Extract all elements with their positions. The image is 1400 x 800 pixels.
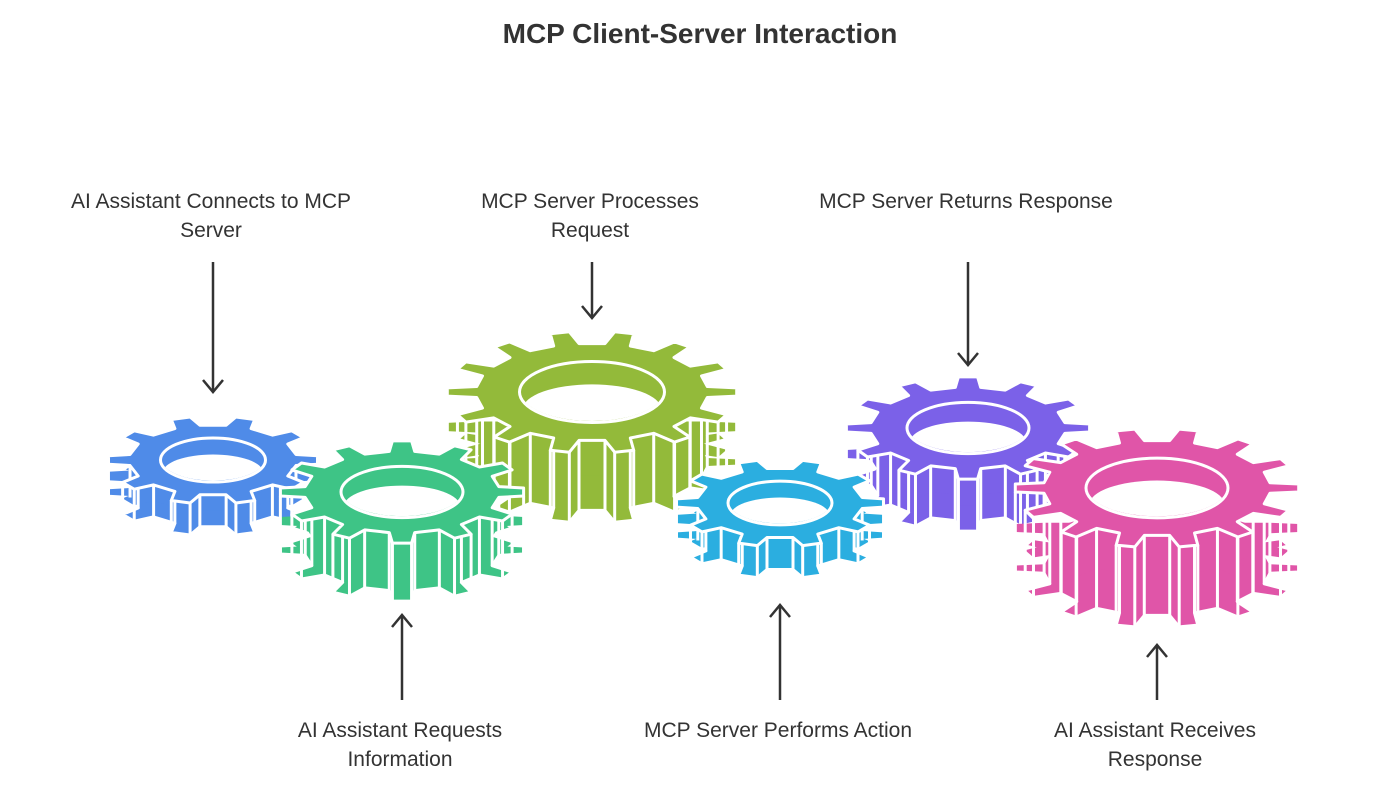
label-step-5: MCP Server Returns Response bbox=[819, 190, 1113, 213]
label-step-2: AI Assistant Requests Information bbox=[297, 719, 503, 771]
gear-icon-step-2 bbox=[278, 439, 526, 603]
label-step-1: AI Assistant Connects to MCP Server bbox=[70, 190, 352, 242]
label-step-6: AI Assistant Receives Response bbox=[1054, 719, 1256, 771]
arrow-icon-step-1 bbox=[202, 262, 224, 394]
arrow-icon-step-4 bbox=[769, 603, 791, 700]
arrow-icon-step-6 bbox=[1146, 643, 1168, 700]
arrow-icon-step-3 bbox=[581, 262, 603, 320]
gear-icon-step-3 bbox=[445, 330, 739, 524]
arrow-icon-step-5 bbox=[957, 262, 979, 367]
diagram-title: MCP Client-Server Interaction bbox=[502, 18, 898, 49]
gear-icon-step-1 bbox=[106, 415, 320, 537]
label-step-4: MCP Server Performs Action bbox=[643, 719, 913, 742]
arrow-icon-step-2 bbox=[391, 613, 413, 700]
gear-icon-step-6 bbox=[1013, 427, 1301, 629]
label-step-3: MCP Server Processes Request bbox=[481, 190, 699, 242]
gear-icon-step-4 bbox=[674, 458, 886, 580]
